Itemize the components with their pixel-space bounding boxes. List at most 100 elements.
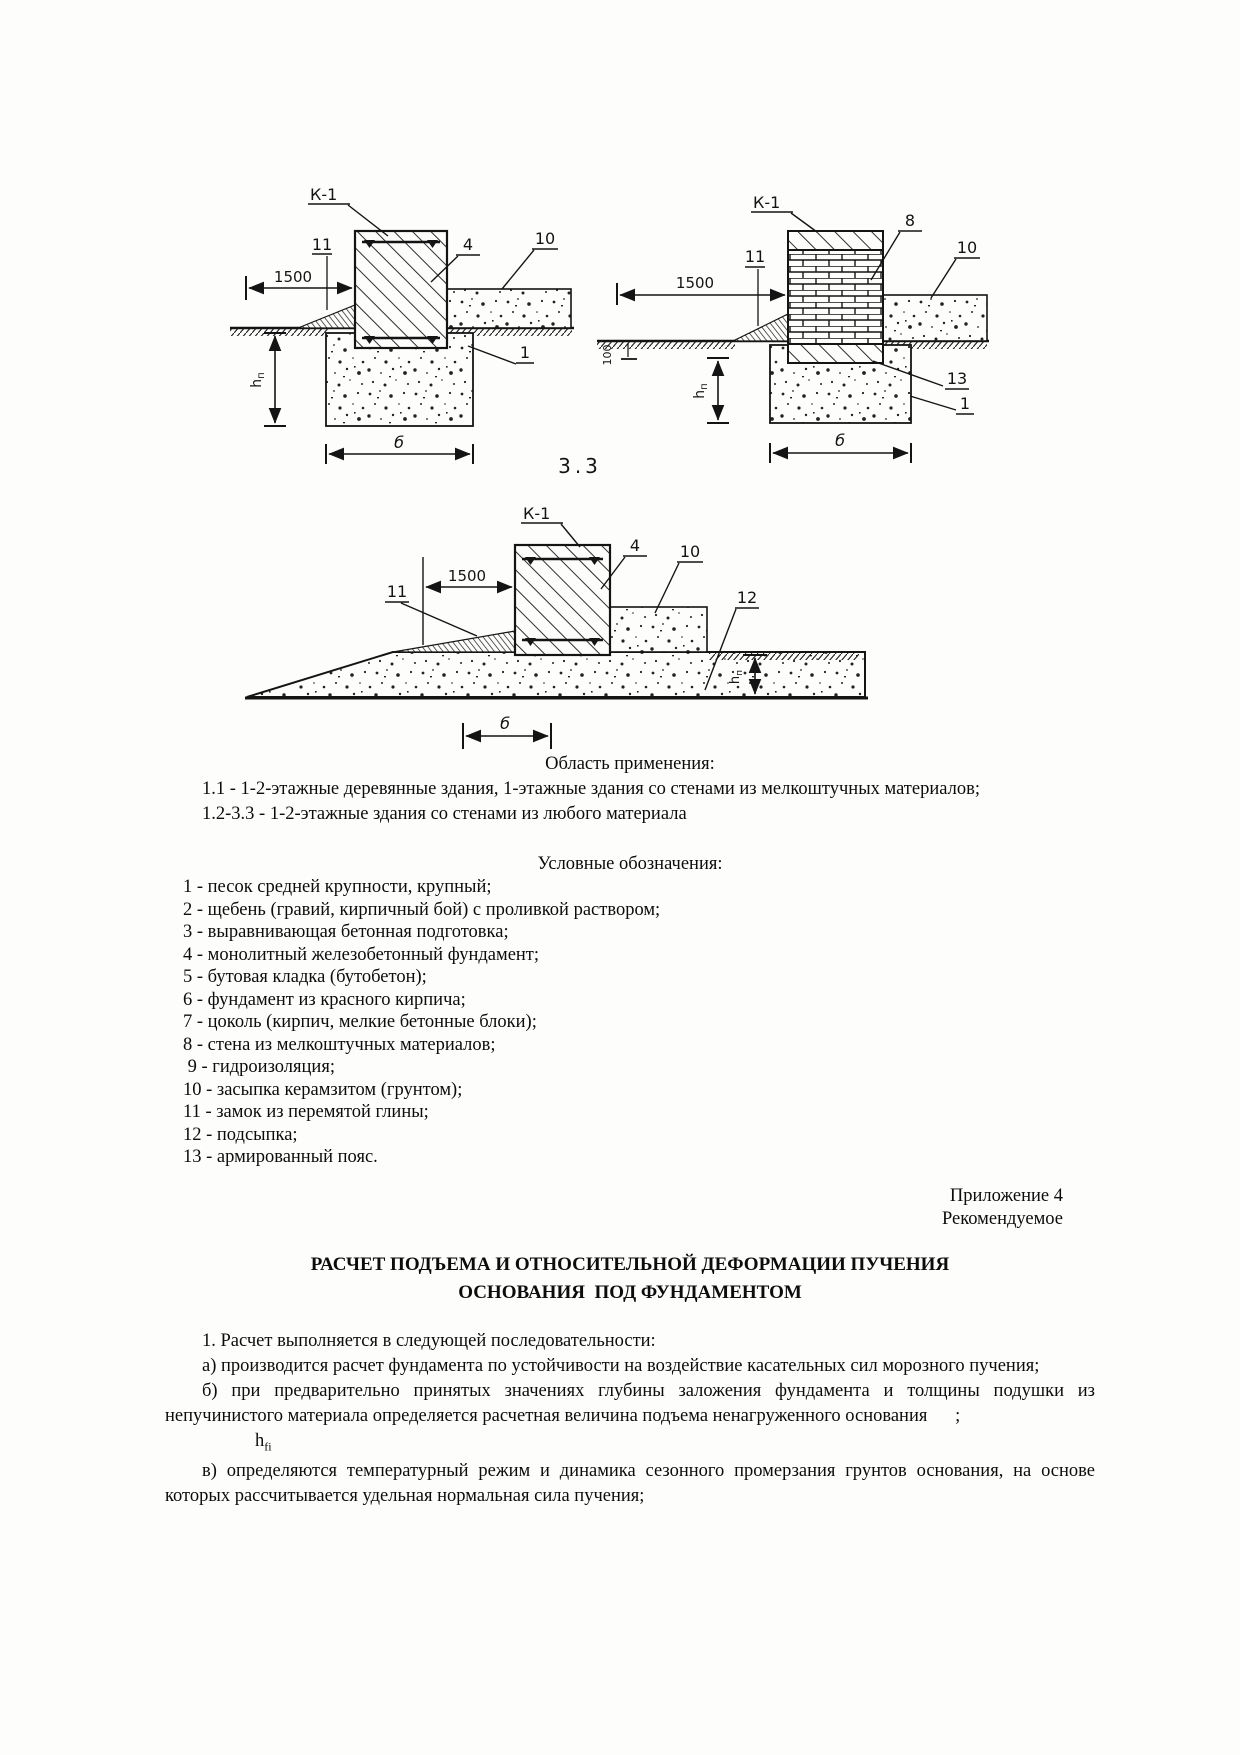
b-dim-text: б bbox=[500, 714, 510, 733]
text-column: Область применения: 1.1 - 1-2-этажные де… bbox=[165, 752, 1095, 1509]
backfill-label: 10 bbox=[957, 238, 977, 257]
fig1-dim-1500: 1500 bbox=[245, 268, 353, 300]
section-heading: РАСЧЕТ ПОДЪЕМА И ОТНОСИТЕЛЬНОЙ ДЕФОРМАЦИ… bbox=[165, 1251, 1095, 1307]
k1-label: К-1 bbox=[523, 504, 550, 523]
wall-label: 8 bbox=[905, 211, 915, 230]
formula-base: h bbox=[255, 1430, 265, 1451]
fig1-backfill-strip bbox=[446, 288, 572, 329]
leader-line bbox=[347, 204, 389, 237]
armored-belt bbox=[787, 343, 884, 364]
fig1-dim-b: б bbox=[325, 433, 474, 464]
fig3-dim-b: б bbox=[462, 714, 552, 749]
fig2-backfill-strip bbox=[882, 294, 988, 342]
top-belt bbox=[787, 230, 884, 251]
application-item: 1.1 - 1-2-этажные деревянные здания, 1-э… bbox=[202, 779, 980, 799]
fig2-dim-b: б bbox=[769, 431, 912, 463]
leader-line bbox=[872, 360, 944, 387]
scheme-33-caption: 3.3 bbox=[558, 454, 602, 478]
leader-line bbox=[909, 395, 957, 411]
leader-line bbox=[467, 345, 517, 365]
calc-item-b: б) при предварительно принятых значениях… bbox=[165, 1380, 1095, 1426]
fig2-dim-100: 100 bbox=[601, 343, 637, 366]
b-dim-text: б bbox=[835, 431, 845, 450]
fig3-label-10: 10 bbox=[654, 542, 703, 614]
hp-dim-text: hп bbox=[249, 372, 267, 387]
dim-100-text: 100 bbox=[601, 345, 614, 366]
legend-item: 11 - замок из перемятой глины; bbox=[183, 1102, 429, 1122]
figure-3-embankment-foundation-diagram: 3.3 К-1 4 1 bbox=[245, 454, 868, 749]
appendix-number: Приложение 4 bbox=[949, 1185, 1063, 1206]
application-title: Область применения: bbox=[545, 754, 715, 774]
fig3-clay-lock-wedge bbox=[392, 630, 516, 653]
heading-line-2: ОСНОВАНИЯ ПОД ФУНДАМЕНТОМ bbox=[458, 1281, 802, 1303]
legend-item: 5 - бутовая кладка (бутобетон); bbox=[183, 967, 427, 987]
formula-hfi: hfi bbox=[165, 1429, 1095, 1460]
leader-line bbox=[560, 523, 581, 548]
dim-1500-text: 1500 bbox=[274, 268, 312, 286]
appendix-block: Приложение 4 Рекомендуемое bbox=[165, 1185, 1095, 1231]
fig3-label-k1: К-1 bbox=[521, 504, 581, 548]
armored-belt-label: 13 bbox=[947, 369, 967, 388]
k1-label: К-1 bbox=[310, 185, 337, 204]
fig1-concrete-column bbox=[353, 229, 449, 350]
fig2-brick-wall bbox=[787, 230, 884, 364]
fig3-concrete-column bbox=[513, 543, 612, 657]
leader-line bbox=[870, 231, 901, 281]
fig1-sand-pad bbox=[325, 332, 474, 427]
legend-item: 3 - выравнивающая бетонная подготовка; bbox=[183, 922, 509, 942]
leader-line bbox=[430, 255, 459, 283]
fig3-ground-hatch bbox=[709, 653, 859, 660]
b-dim-text: б bbox=[394, 433, 404, 452]
leader-line bbox=[704, 608, 737, 691]
backfill-label: 10 bbox=[535, 229, 555, 248]
fig2-label-10: 10 bbox=[930, 238, 980, 299]
appendix-type: Рекомендуемое bbox=[941, 1208, 1063, 1229]
fig1-label-4: 4 bbox=[430, 235, 480, 283]
fig2-dim-hp: hп bbox=[692, 357, 729, 424]
sand-label: 1 bbox=[960, 394, 970, 413]
application-item: 1.2-3.3 - 1-2-этажные здания со стенами … bbox=[202, 804, 687, 824]
formula-subscript: fi bbox=[264, 1439, 272, 1454]
leader-line bbox=[501, 249, 535, 290]
dim-1500-text: 1500 bbox=[448, 567, 486, 585]
figures-panel: К-1 11 1500 4 10 bbox=[0, 0, 1240, 770]
legend-item: 13 - армированный пояс. bbox=[183, 1147, 378, 1167]
figure-1-monolithic-foundation-diagram: К-1 11 1500 4 10 bbox=[230, 185, 574, 464]
fig2-label-k1: К-1 bbox=[751, 193, 818, 233]
fig1-label-k1: К-1 bbox=[308, 185, 389, 237]
fig2-label-1: 1 bbox=[909, 394, 974, 415]
clay-lock-label: 11 bbox=[312, 235, 332, 254]
legend-item: 7 - цоколь (кирпич, мелкие бетонные блок… bbox=[183, 1012, 537, 1032]
fig2-label-13: 13 bbox=[872, 360, 969, 390]
leader-line bbox=[930, 258, 957, 299]
fig1-label-1: 1 bbox=[467, 343, 534, 365]
figure-2-brick-foundation-diagram: К-1 1500 11 8 10 bbox=[597, 193, 989, 463]
legend-item: 12 - подсыпка; bbox=[183, 1124, 298, 1145]
legend-title: Условные обозначения: bbox=[537, 854, 723, 874]
dim-1500-text: 1500 bbox=[676, 274, 714, 292]
fig3-label-12: 12 bbox=[704, 588, 759, 691]
calc-intro: 1. Расчет выполняется в следующей послед… bbox=[202, 1330, 656, 1351]
fig2-clay-lock-wedge bbox=[732, 313, 789, 342]
leader-line bbox=[790, 212, 818, 233]
fig1-dim-hp: hп bbox=[249, 332, 286, 427]
fig3-dim-hp: hп bbox=[728, 654, 767, 698]
fig1-label-11: 11 bbox=[312, 235, 332, 310]
legend-section: Условные обозначения: 1 - песок средней … bbox=[165, 853, 1095, 1169]
hp-dim-text: hп bbox=[728, 670, 745, 684]
legend-item: 9 - гидроизоляция; bbox=[183, 1057, 335, 1077]
foundation-label: 4 bbox=[630, 536, 640, 555]
foundation-label: 4 bbox=[463, 235, 473, 254]
fig3-label-11: 11 bbox=[385, 582, 478, 637]
fig3-label-4: 4 bbox=[600, 536, 647, 590]
heading-line-1: РАСЧЕТ ПОДЪЕМА И ОТНОСИТЕЛЬНОЙ ДЕФОРМАЦИ… bbox=[310, 1253, 950, 1275]
bedding-label: 12 bbox=[737, 588, 757, 607]
leader-line bbox=[400, 602, 478, 637]
calc-item-v: в) определяются температурный режим и ди… bbox=[165, 1461, 1095, 1507]
backfill-label: 10 bbox=[680, 542, 700, 561]
fig2-label-11: 11 bbox=[745, 247, 765, 326]
legend-item: 2 - щебень (гравий, кирпичный бой) с про… bbox=[183, 899, 661, 920]
legend-item: 10 - засыпка керамзитом (грунтом); bbox=[183, 1079, 463, 1100]
sand-label: 1 bbox=[520, 343, 530, 362]
